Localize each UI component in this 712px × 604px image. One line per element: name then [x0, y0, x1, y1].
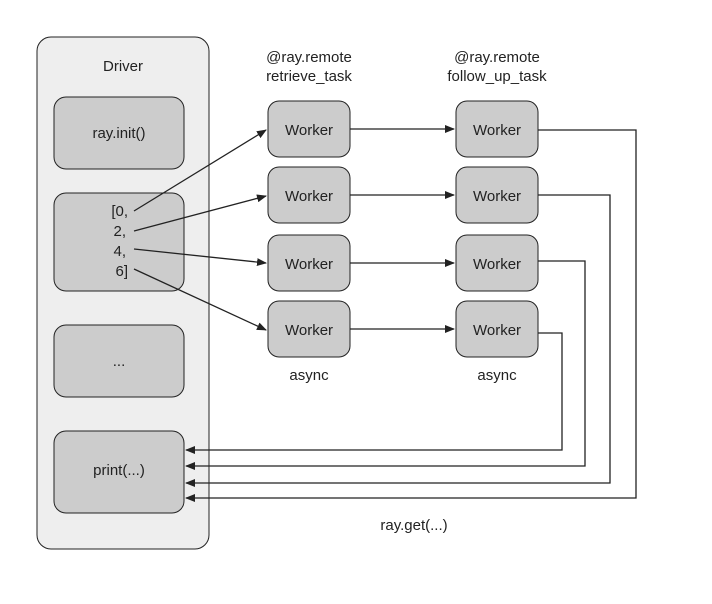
ellipsis-box — [53, 324, 185, 398]
worker-label-1-4: Worker — [285, 322, 333, 339]
worker-label-1-1: Worker — [285, 122, 333, 139]
worker-label-2-4: Worker — [473, 322, 521, 339]
worker-box-2-3 — [455, 234, 539, 292]
driver-title: Driver — [103, 58, 143, 75]
list-line-0: [0, — [111, 203, 128, 220]
ray-init-box — [53, 96, 185, 170]
column-1-task-name: retrieve_task — [266, 68, 352, 85]
return-arrow-row-4 — [185, 332, 563, 454]
column-1-footer: async — [289, 367, 329, 384]
worker-label-2-3: Worker — [473, 256, 521, 273]
column-1-decorator: @ray.remote — [266, 49, 352, 66]
list-line-1: 2, — [113, 223, 126, 240]
arrow-list-0-to-worker-1 — [133, 129, 267, 212]
return-arrow-row-3 — [185, 260, 586, 470]
column-2-footer: async — [477, 367, 517, 384]
worker-box-2-1 — [455, 100, 539, 158]
list-box — [53, 192, 185, 292]
list-line-2: 4, — [113, 243, 126, 260]
worker-label-2-2: Worker — [473, 188, 521, 205]
return-arrow-row-2 — [185, 194, 611, 487]
return-arrow-row-1 — [185, 129, 637, 502]
worker-label-1-2: Worker — [285, 188, 333, 205]
print-label: print(...) — [93, 462, 145, 479]
ellipsis-label: ... — [113, 353, 126, 370]
column-2-decorator: @ray.remote — [454, 49, 540, 66]
worker-box-2-4 — [455, 300, 539, 358]
arrow-list-2-to-worker-3 — [133, 248, 267, 267]
ray-init-label: ray.init() — [92, 125, 145, 142]
column-2-task-name: follow_up_task — [447, 68, 547, 85]
list-line-3: 6] — [115, 263, 128, 280]
worker-label-2-1: Worker — [473, 122, 521, 139]
ray-get-label: ray.get(...) — [380, 517, 447, 534]
worker-label-1-3: Worker — [285, 256, 333, 273]
arrow-list-1-to-worker-2 — [133, 194, 267, 232]
arrow-list-3-to-worker-4 — [133, 268, 267, 331]
print-box — [53, 430, 185, 514]
